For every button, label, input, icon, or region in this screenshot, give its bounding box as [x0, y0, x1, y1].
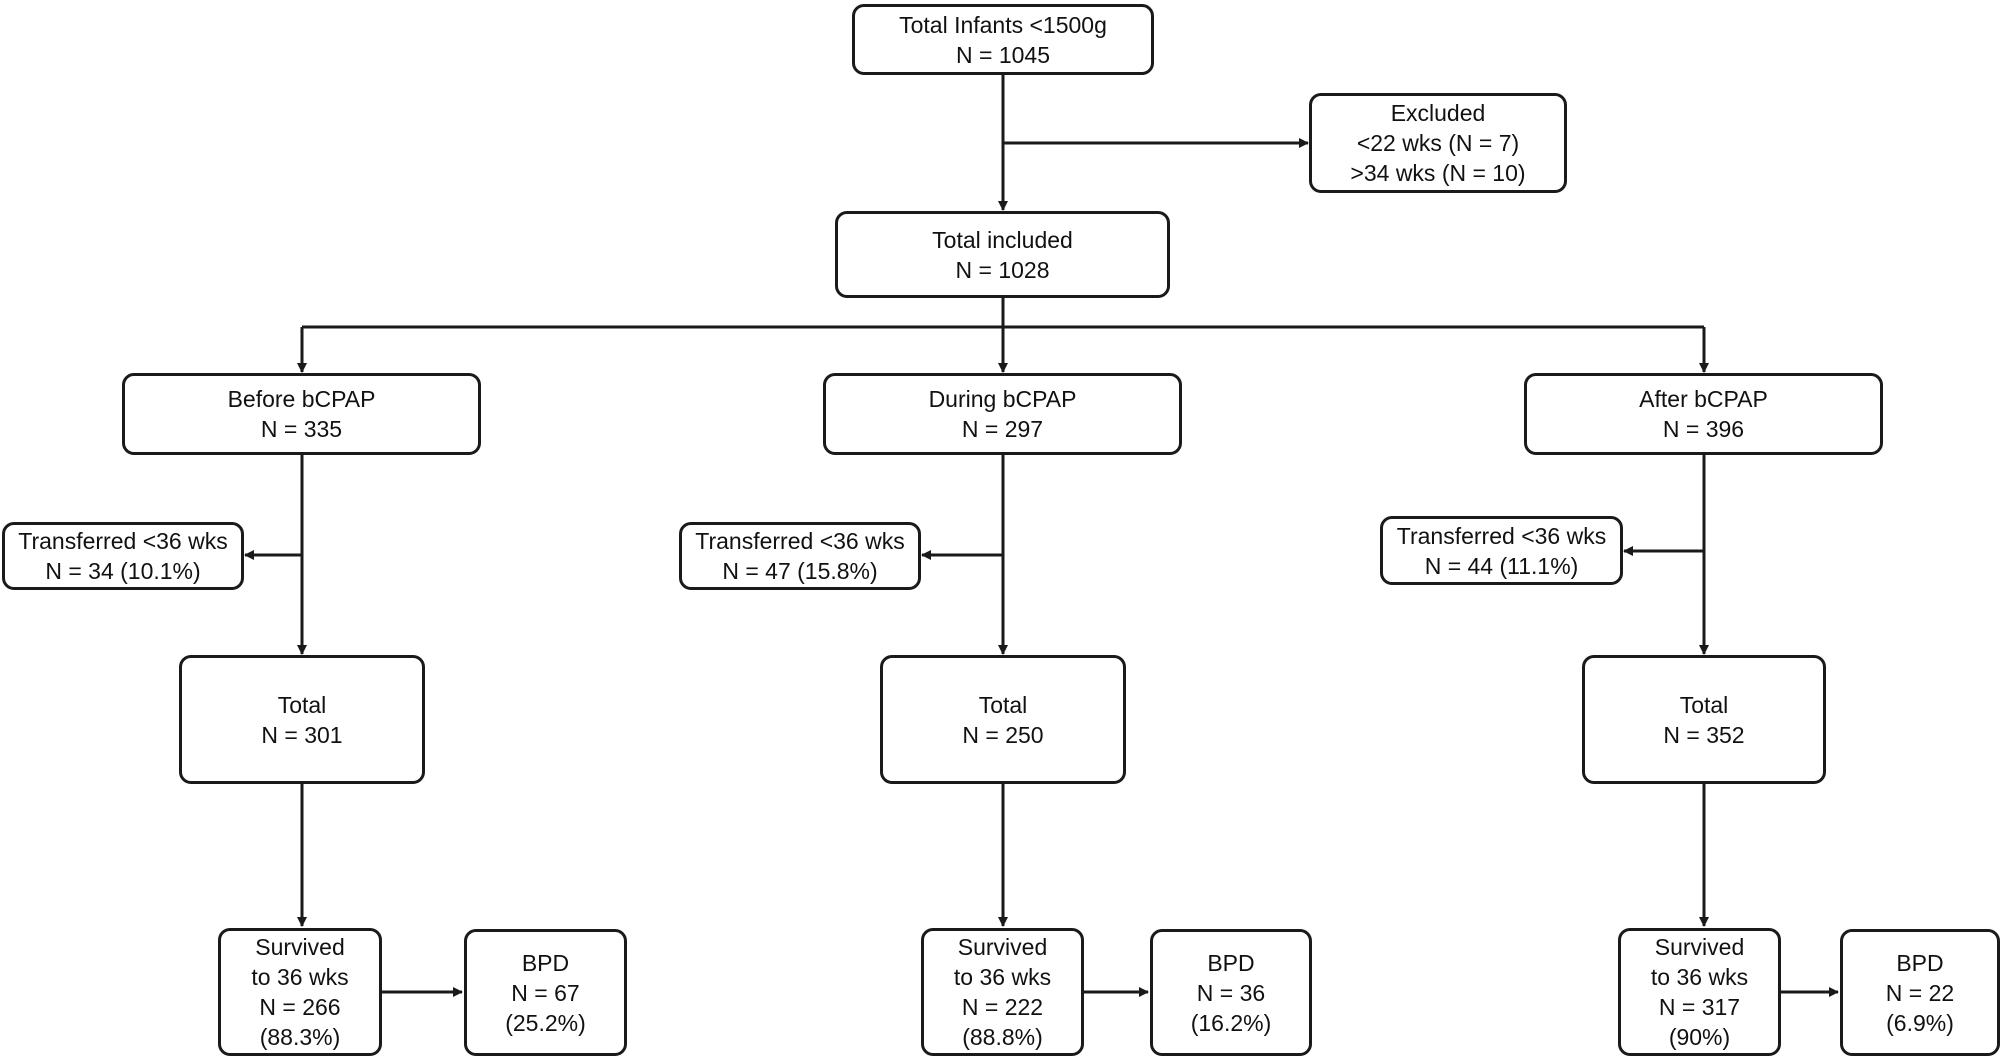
box-line: <22 wks (N = 7)	[1356, 130, 1520, 156]
box-line: N = 47 (15.8%)	[722, 558, 878, 584]
box-line: Survived	[255, 934, 345, 960]
box-line: N = 36	[1196, 979, 1266, 1006]
box-line: Total	[277, 691, 327, 718]
total-box-during: Total N = 250	[880, 655, 1126, 784]
box-line: N = 67	[511, 979, 580, 1006]
total-infants-box: Total Infants <1500g N = 1045	[852, 4, 1154, 75]
box-line: During bCPAP	[928, 386, 1077, 412]
box-line: (6.9%)	[1886, 1009, 1954, 1036]
box-line: (25.2%)	[505, 1009, 586, 1036]
survived-box-during: Survived to 36 wks N = 222 (88.8%)	[921, 928, 1084, 1056]
box-line: (88.8%)	[962, 1024, 1043, 1050]
box-line: N = 250	[962, 721, 1044, 748]
box-line: Total Infants <1500g	[899, 11, 1107, 38]
total-included-box: Total included N = 1028	[835, 211, 1170, 298]
box-line: N = 396	[1662, 416, 1745, 442]
box-line: N = 1045	[956, 41, 1050, 68]
box-line: to 36 wks	[1650, 964, 1749, 990]
box-line: >34 wks (N = 10)	[1350, 160, 1526, 186]
box-line: N = 335	[260, 416, 343, 442]
box-line: N = 352	[1663, 721, 1745, 748]
during-bcpap-box: During bCPAP N = 297	[823, 373, 1182, 455]
total-box-after: Total N = 352	[1582, 655, 1826, 784]
box-line: Excluded	[1390, 100, 1486, 126]
box-line: N = 1028	[955, 256, 1050, 283]
bpd-box-during: BPD N = 36 (16.2%)	[1150, 929, 1312, 1056]
box-line: N = 34 (10.1%)	[45, 558, 201, 584]
box-line: Total included	[932, 226, 1073, 253]
excluded-box: Excluded <22 wks (N = 7) >34 wks (N = 10…	[1309, 93, 1567, 193]
box-line: Total	[978, 691, 1028, 718]
box-line: (16.2%)	[1190, 1009, 1272, 1036]
box-line: Survived	[957, 934, 1048, 960]
box-line: After bCPAP	[1639, 386, 1768, 412]
box-line: BPD	[1207, 949, 1255, 976]
box-line: Survived	[1654, 934, 1745, 960]
transferred-box-before: Transferred <36 wks N = 34 (10.1%)	[2, 522, 244, 590]
box-line: N = 297	[961, 416, 1044, 442]
box-line: to 36 wks	[251, 964, 349, 990]
box-line: to 36 wks	[953, 964, 1052, 990]
box-line: BPD	[1896, 949, 1944, 976]
box-line: Before bCPAP	[227, 386, 376, 412]
box-line: (88.3%)	[259, 1024, 341, 1050]
survived-box-before: Survived to 36 wks N = 266 (88.3%)	[218, 928, 382, 1056]
box-line: N = 22	[1885, 979, 1955, 1006]
transferred-box-during: Transferred <36 wks N = 47 (15.8%)	[679, 522, 921, 590]
box-line: Transferred <36 wks	[1396, 522, 1607, 549]
survived-box-after: Survived to 36 wks N = 317 (90%)	[1618, 928, 1781, 1056]
bpd-box-before: BPD N = 67 (25.2%)	[464, 929, 627, 1056]
box-line: N = 266	[259, 994, 341, 1020]
after-bcpap-box: After bCPAP N = 396	[1524, 373, 1883, 455]
box-line: N = 44 (11.1%)	[1424, 552, 1579, 579]
box-line: BPD	[521, 949, 570, 976]
box-line: (90%)	[1668, 1024, 1731, 1050]
box-line: Total	[1679, 691, 1729, 718]
total-box-before: Total N = 301	[179, 655, 425, 784]
box-line: N = 301	[261, 721, 343, 748]
transferred-box-after: Transferred <36 wks N = 44 (11.1%)	[1380, 516, 1623, 585]
before-bcpap-box: Before bCPAP N = 335	[122, 373, 481, 455]
box-line: N = 317	[1658, 994, 1741, 1020]
bpd-box-after: BPD N = 22 (6.9%)	[1840, 929, 2000, 1056]
box-line: Transferred <36 wks	[18, 528, 228, 554]
box-line: N = 222	[961, 994, 1044, 1020]
box-line: Transferred <36 wks	[695, 528, 905, 554]
